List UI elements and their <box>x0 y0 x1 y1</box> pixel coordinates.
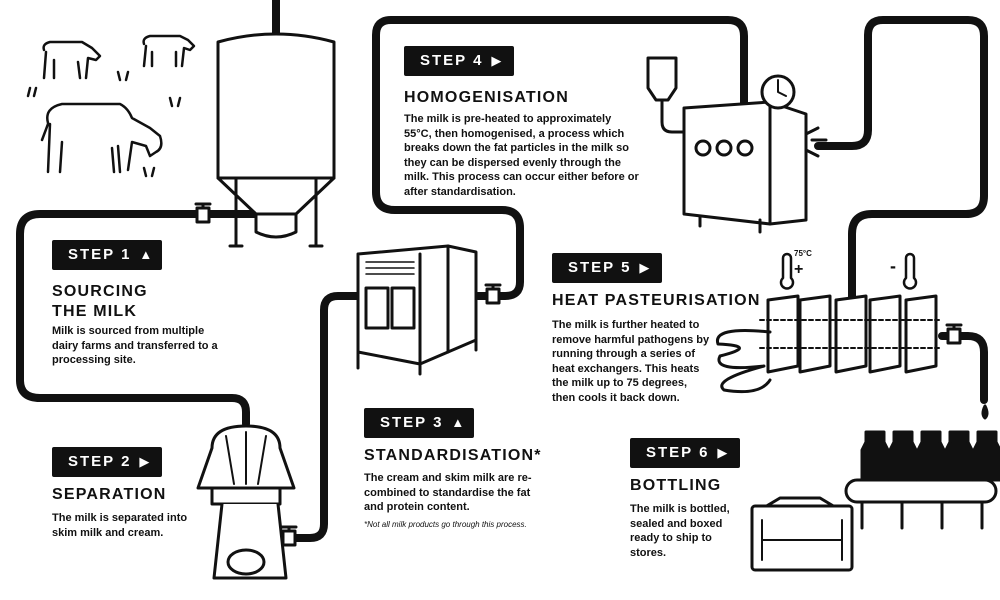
heat-exchanger-icon <box>715 294 943 394</box>
step-3-footnote: *Not all milk products go through this p… <box>364 520 527 529</box>
step-5-description: The milk is further heated to remove har… <box>552 319 710 404</box>
step-1-description: Milk is sourced from multiple dairy farm… <box>52 325 218 366</box>
step-6-description: The milk is bottled, sealed and boxed re… <box>630 503 730 559</box>
silo-icon <box>216 32 336 248</box>
step-4-description: The milk is pre-heated to approximately … <box>404 113 639 198</box>
step-3-description: The cream and skim milk are re-combined … <box>364 472 532 513</box>
process-pipe <box>16 0 988 542</box>
standardisation-machine-icon <box>356 244 478 376</box>
step-1-title: SOURCING THE MILK <box>52 283 148 320</box>
plus-label: + <box>794 261 803 278</box>
triangle-up-icon: ▲ <box>139 247 153 262</box>
separator-icon <box>196 424 296 580</box>
step-4-badge-label: STEP 4 <box>420 52 484 69</box>
step-6-title: BOTTLING <box>630 477 722 494</box>
step-5-title: HEAT PASTEURISATION <box>552 292 761 309</box>
step-1-badge-label: STEP 1 <box>68 246 132 263</box>
bottling-conveyor-icon <box>844 404 1000 530</box>
homogeniser-icon <box>646 56 828 234</box>
step-2-description: The milk is separated into skim milk and… <box>52 512 188 539</box>
temp-hot-label: 75°C <box>794 249 812 258</box>
step-5-badge-label: STEP 5 <box>568 259 632 276</box>
step-4-badge: STEP 4 ▶ <box>404 46 514 76</box>
step-6-badge-label: STEP 6 <box>646 444 710 461</box>
step-2-badge: STEP 2 ▶ <box>52 447 162 477</box>
step-5-badge: STEP 5 ▶ <box>552 253 662 283</box>
play-icon: ▶ <box>639 260 650 275</box>
step-2-badge-label: STEP 2 <box>68 453 132 470</box>
cow-icon <box>26 34 196 178</box>
step-2-title: SEPARATION <box>52 486 167 503</box>
step-3-title: STANDARDISATION* <box>364 447 542 464</box>
minus-label: - <box>890 256 896 276</box>
step-4-title: HOMOGENISATION <box>404 89 569 106</box>
play-icon: ▶ <box>491 53 502 68</box>
step-3-badge-label: STEP 3 <box>380 414 444 431</box>
step-3-badge: STEP 3 ▲ <box>364 408 474 438</box>
milk-crate-icon <box>750 496 854 572</box>
pipe-valve-icon <box>194 202 963 547</box>
triangle-up-icon: ▲ <box>451 415 465 430</box>
play-icon: ▶ <box>717 445 728 460</box>
step-6-badge: STEP 6 ▶ <box>630 438 740 468</box>
play-icon: ▶ <box>139 454 150 469</box>
step-1-badge: STEP 1 ▲ <box>52 240 162 270</box>
thermometer-icon <box>779 252 918 290</box>
